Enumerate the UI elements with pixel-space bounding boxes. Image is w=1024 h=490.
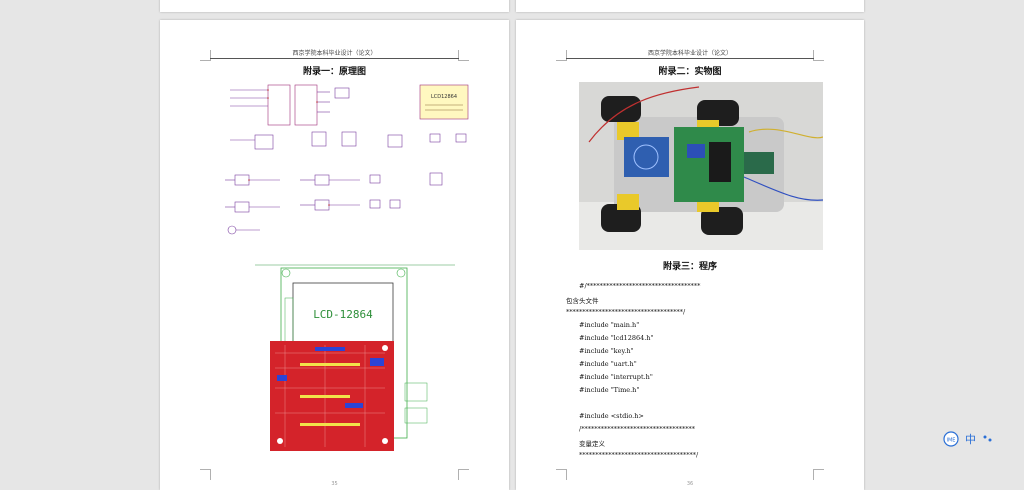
- code-line: ************************************/: [579, 451, 699, 459]
- ime-status-bar[interactable]: IME 中: [943, 430, 994, 448]
- previous-page-right: [516, 0, 864, 12]
- margin-mark: [200, 50, 211, 61]
- page-number: 35: [331, 481, 338, 487]
- code-line: 包含头文件: [566, 297, 599, 305]
- margin-mark: [556, 50, 567, 61]
- schematic-diagram: LCD12864: [225, 84, 469, 235]
- running-header: 西京学院本科毕业设计（论文）: [210, 49, 459, 59]
- appendix-title: 附录一：原理图: [302, 67, 366, 77]
- appendix-title-program: 附录三：程序: [662, 262, 717, 272]
- margin-mark: [458, 469, 469, 480]
- document-page-36: 西京学院本科毕业设计（论文） 附录二：实物图 附录三：程序 #/********…: [516, 20, 864, 490]
- code-line: #include "key.h": [579, 347, 634, 355]
- margin-mark: [813, 50, 824, 61]
- margin-mark: [556, 469, 567, 480]
- code-line: #include <stdio.h>: [579, 412, 644, 420]
- ime-mode-toggle[interactable]: 中: [965, 433, 976, 446]
- page-number: 36: [686, 481, 694, 487]
- code-line: #include "interrupt.h": [579, 373, 653, 381]
- code-line: #include "uart.h": [579, 360, 637, 368]
- ime-logo-icon[interactable]: IME: [943, 431, 959, 447]
- code-line: #include "main.h": [579, 321, 640, 329]
- appendix-title-photo: 附录二：实物图: [658, 67, 722, 77]
- margin-mark: [200, 469, 211, 480]
- lcd-board-label: LCD-12864: [313, 308, 373, 321]
- code-line: #/***********************************: [579, 282, 701, 290]
- document-page-35: 西京学院本科毕业设计（论文） 附录一：原理图 LCD128: [160, 20, 509, 490]
- margin-mark: [813, 469, 824, 480]
- lcd-label: LCD12864: [431, 94, 457, 100]
- code-line: 变量定义: [579, 440, 605, 448]
- previous-page-left: [160, 0, 509, 12]
- svg-text:IME: IME: [947, 438, 956, 444]
- code-line: #include "lcd12864.h": [579, 334, 654, 342]
- pcb-layout-figure: LCD-12864: [255, 264, 455, 451]
- code-line: ************************************/: [566, 308, 686, 316]
- code-line: #include "Time.h": [579, 386, 640, 394]
- dots-icon[interactable]: [982, 433, 994, 445]
- margin-mark: [458, 50, 469, 61]
- code-line: /***********************************: [579, 425, 695, 433]
- robot-car-photo: [579, 82, 823, 250]
- running-header: 西京学院本科毕业设计（论文）: [566, 49, 814, 59]
